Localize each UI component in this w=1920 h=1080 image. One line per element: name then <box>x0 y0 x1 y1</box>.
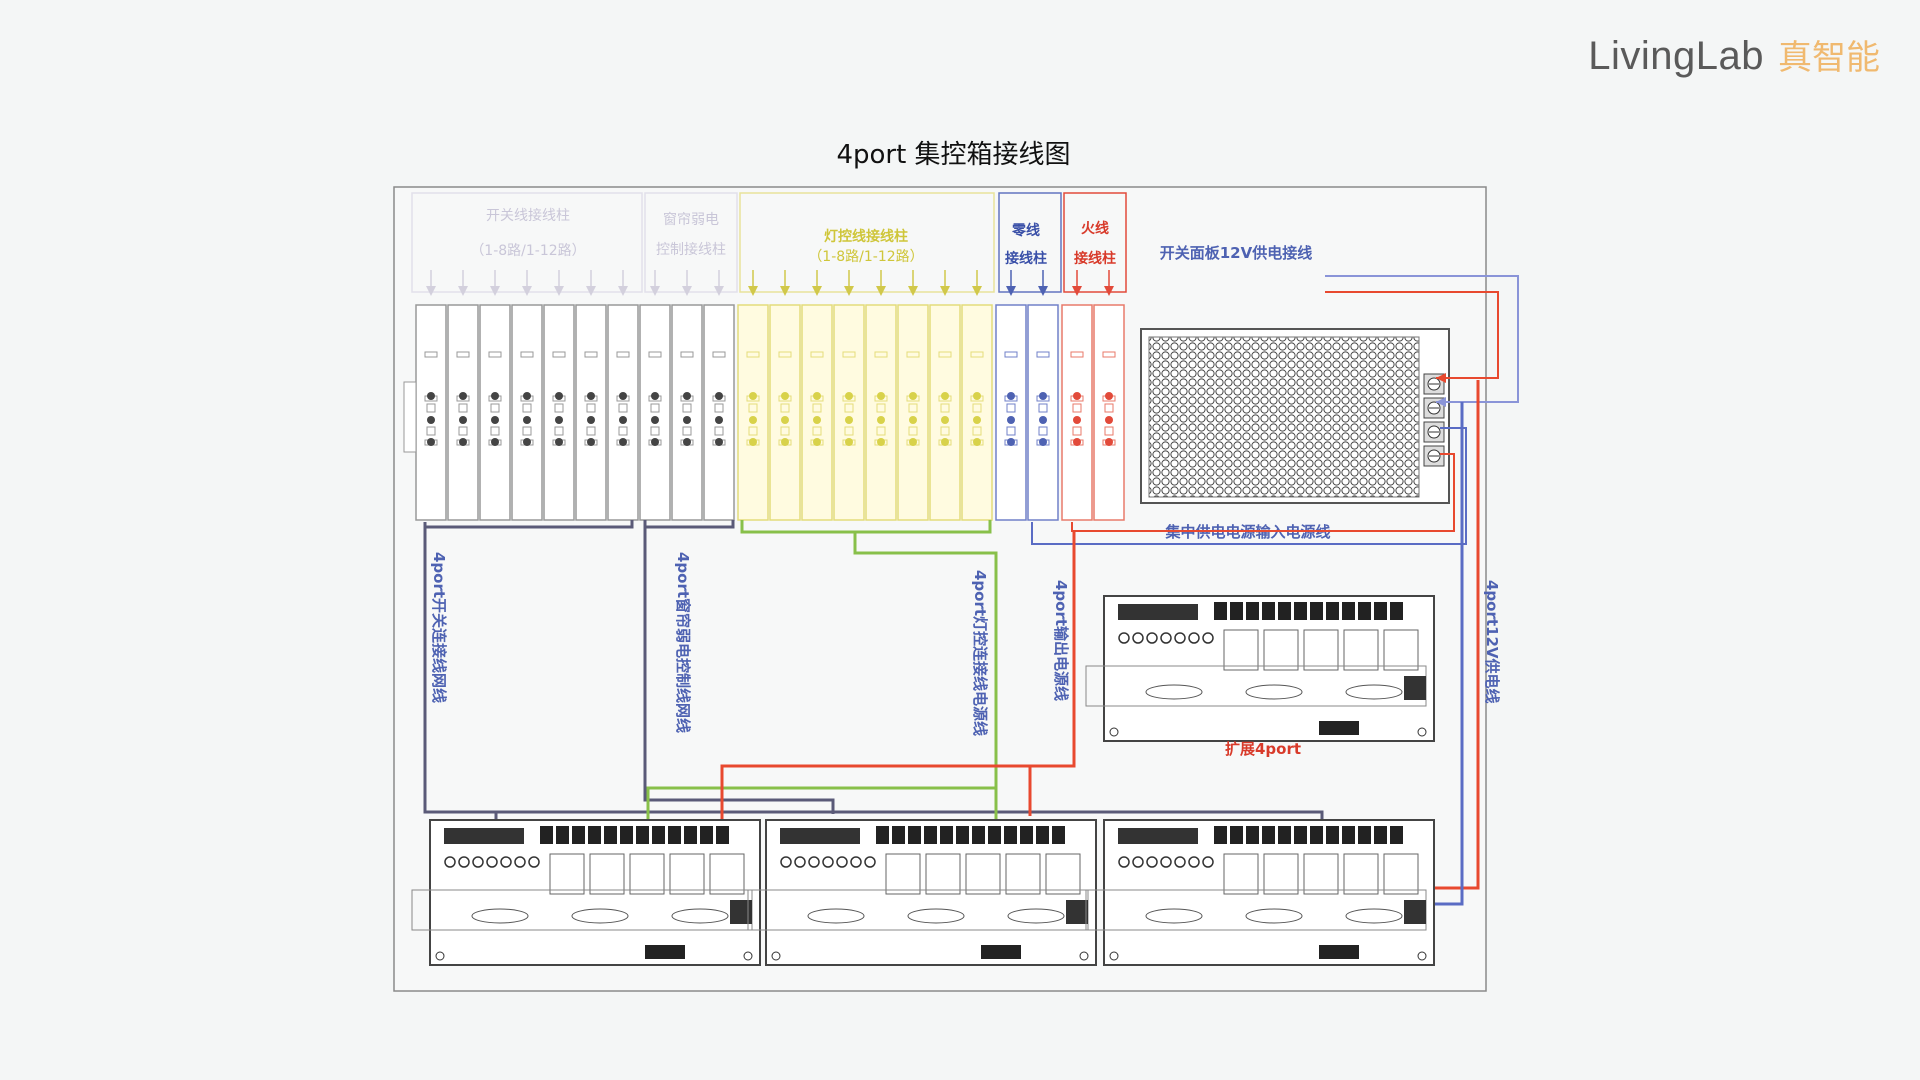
supply-12v-red-line <box>1418 380 1480 890</box>
live-group-box <box>1063 192 1127 293</box>
light-group-label: 灯控线接线柱 <box>824 228 908 245</box>
brand-name-cn: 真智能 <box>1778 38 1880 78</box>
switch-net-label: 4port开关连接线网线 <box>430 552 448 703</box>
brand-logo: LivingLab 真智能 <box>1588 30 1880 79</box>
terminal-module <box>575 304 607 521</box>
panel-power-label: 开关面板12V供电接线 <box>1160 244 1312 262</box>
curtain-group-label-2: 控制接线柱 <box>656 241 726 258</box>
curtain-group-label: 窗帘弱电 <box>663 211 719 228</box>
curtain-net-line <box>643 527 835 814</box>
live-group-label-2: 接线柱 <box>1074 250 1116 267</box>
controller-boards <box>411 595 1435 966</box>
expansion-label: 扩展4port <box>1225 740 1301 758</box>
curtain-group-box <box>644 192 738 293</box>
neutral-group-box <box>998 192 1062 293</box>
live-group-label: 火线 <box>1081 220 1109 237</box>
page-title: 4port 集控箱接线图 <box>836 140 1071 170</box>
switch-group-label: 开关线接线柱 <box>486 207 570 224</box>
light-group-box <box>739 192 995 293</box>
neutral-group-label: 零线 <box>1011 222 1040 239</box>
output-power-label: 4port输出电源线 <box>1052 580 1070 701</box>
terminal-arrows <box>426 270 1114 296</box>
brand-name-en: LivingLab <box>1588 34 1764 78</box>
curtain-net-label: 4port窗帘弱电控制线网线 <box>674 552 692 733</box>
neutral-group-label-2: 接线柱 <box>1005 250 1047 267</box>
terminal-module <box>1093 304 1125 521</box>
power-supply-unit <box>1140 328 1450 504</box>
light-power-line <box>853 532 998 822</box>
panel-power-red-wire <box>1325 291 1499 379</box>
terminal-block-row <box>403 304 1125 521</box>
controller-board-1 <box>411 819 761 966</box>
controller-board-2 <box>747 819 1097 966</box>
light-power-label: 4port灯控连接线电源线 <box>971 570 989 736</box>
supply-12v-label: 4port12V供电线 <box>1483 580 1501 704</box>
controller-board-expansion <box>1085 595 1435 742</box>
terminal-module <box>1061 304 1093 521</box>
controller-board-3 <box>1085 819 1435 966</box>
terminal-end-cap <box>403 381 417 453</box>
light-group-range: （1-8路/1-12路） <box>808 249 923 265</box>
switch-group-range: （1-8路/1-12路） <box>470 243 585 259</box>
